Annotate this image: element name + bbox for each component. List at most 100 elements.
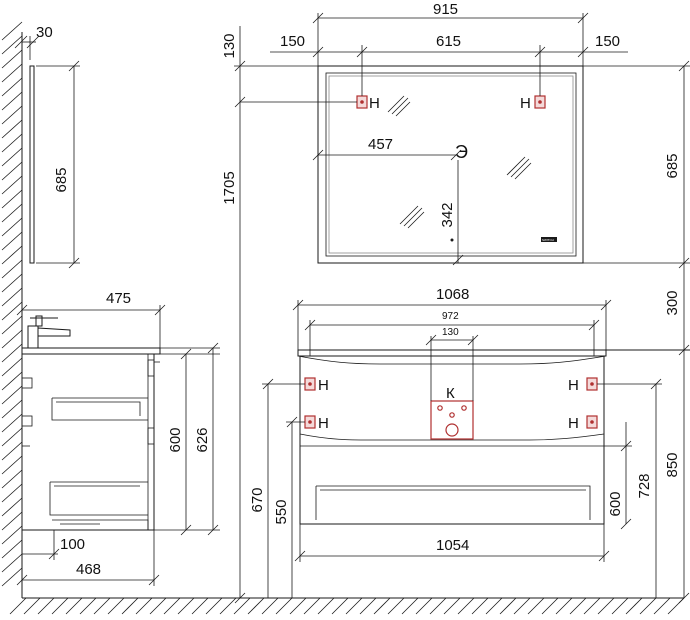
wall-hatch-line xyxy=(1,287,23,307)
wall-hatch-line xyxy=(1,21,23,41)
wall-hatch-line xyxy=(1,539,23,559)
cabinet-mount-bottom-left: H xyxy=(304,415,329,432)
socket-icon: Э xyxy=(455,142,468,162)
dim-plinth-gap: 100 xyxy=(60,536,85,553)
cabinet-body xyxy=(299,355,605,525)
dim-gap-to-mirror: 300 xyxy=(664,290,681,315)
svg-text:H: H xyxy=(318,415,329,432)
floor-hatch-line xyxy=(9,597,27,615)
wall-hatch-line xyxy=(1,105,23,125)
mirror-inner-frame xyxy=(325,72,577,257)
dim-overall-height-mirror: 1705 xyxy=(221,171,238,204)
floor-hatch-line xyxy=(387,597,405,615)
mount-point-left: H xyxy=(356,95,380,112)
floor-hatch-line xyxy=(653,597,671,615)
floor-hatch-line xyxy=(121,597,139,615)
dim-drain-width: 130 xyxy=(442,327,459,338)
floor-hatch-line xyxy=(233,597,251,615)
wall-hatch-line xyxy=(1,63,23,83)
floor-hatch-line xyxy=(359,597,377,615)
floor-hatch-line xyxy=(51,597,69,615)
svg-text:H: H xyxy=(520,95,531,112)
countertop-front xyxy=(297,349,607,357)
wall-hatch-line xyxy=(1,91,23,111)
dim-mirror-left-offset: 150 xyxy=(280,33,305,50)
cabinet-front-view: H H H H К 106 xyxy=(234,263,690,604)
wall-hatch-line xyxy=(1,175,23,195)
floor-hatch-line xyxy=(527,597,545,615)
floor-hatch-line xyxy=(107,597,125,615)
dim-mirror-top-offset: 130 xyxy=(221,33,238,58)
floor-hatch-line xyxy=(583,597,601,615)
wall-hatch-line xyxy=(1,511,23,531)
dim-cabinet-depth-top: 475 xyxy=(106,290,131,307)
wall-hatch-line xyxy=(1,301,23,321)
cabinet-mount-top-right: H xyxy=(568,377,598,394)
floor-hatch-line xyxy=(135,597,153,615)
floor-hatch-line xyxy=(555,597,573,615)
floor-hatch-line xyxy=(191,597,209,615)
wall-hatch-line xyxy=(1,455,23,475)
wall-hatching xyxy=(1,21,23,598)
floor-hatch-line xyxy=(611,597,629,615)
wall-hatch-line xyxy=(1,553,23,573)
wall-hatch-line xyxy=(1,49,23,69)
wall-hatch-line xyxy=(1,35,23,55)
dim-drawer-height: 600 xyxy=(607,491,624,516)
floor-hatch-line xyxy=(149,597,167,615)
wall-hatch-line xyxy=(1,343,23,363)
dim-body-width: 1054 xyxy=(436,537,469,554)
dim-overall-height-cabinet: 850 xyxy=(664,452,681,477)
wall-hatch-line xyxy=(1,203,23,223)
floor-hatch-line xyxy=(205,597,223,615)
reflection-marks xyxy=(387,95,532,229)
wall-hatch-line xyxy=(1,469,23,489)
wall-hatch-line xyxy=(1,259,23,279)
wall-hatch-line xyxy=(1,567,23,587)
wall-hatch-line xyxy=(1,483,23,503)
floor-hatch-line xyxy=(23,597,41,615)
floor-hatch-line xyxy=(163,597,181,615)
wall-hatch-line xyxy=(1,525,23,545)
floor-hatch-line xyxy=(513,597,531,615)
svg-text:H: H xyxy=(568,415,579,432)
floor-hatch-line xyxy=(373,597,391,615)
floor-hatch-line xyxy=(303,597,321,615)
floor-hatch-line xyxy=(317,597,335,615)
floor-hatch-line xyxy=(219,597,237,615)
dim-socket-height: 342 xyxy=(439,202,456,227)
dim-mirror-height-side: 685 xyxy=(53,167,70,192)
floor-hatching xyxy=(9,597,685,615)
wall-hatch-line xyxy=(1,371,23,391)
svg-text:SWITCH: SWITCH xyxy=(542,238,554,242)
dim-socket-offset: 457 xyxy=(368,136,393,153)
floor-hatch-line xyxy=(541,597,559,615)
cabinet-side xyxy=(21,353,155,531)
floor-hatch-line xyxy=(471,597,489,615)
svg-text:H: H xyxy=(568,377,579,394)
dim-inner-width: 972 xyxy=(442,311,459,322)
svg-text:К: К xyxy=(446,385,455,402)
floor-hatch-line xyxy=(429,597,447,615)
wall-hatch-line xyxy=(1,413,23,433)
wall-hatch-line xyxy=(1,427,23,447)
faucet-icon xyxy=(27,315,71,349)
wall-hatch-line xyxy=(1,217,23,237)
countertop-side xyxy=(21,347,161,355)
floor-hatch-line xyxy=(443,597,461,615)
floor-hatch-line xyxy=(401,597,419,615)
wall-hatch-line xyxy=(1,273,23,293)
cabinet-mount-bottom-right: H xyxy=(568,415,598,432)
floor-hatch-line xyxy=(177,597,195,615)
wall-hatch-line xyxy=(1,133,23,153)
wall-hatch-line xyxy=(1,77,23,97)
dim-countertop-width: 1068 xyxy=(436,286,469,303)
mirror-front-view: H H Э 457 342 SWITCH 915 xyxy=(221,1,690,350)
wall-hatch-line xyxy=(1,357,23,377)
wall-hatch-line xyxy=(1,119,23,139)
floor-hatch-line xyxy=(331,597,349,615)
mirror-frame xyxy=(317,65,584,264)
floor-hatch-line xyxy=(597,597,615,615)
dim-cabinet-height-body: 600 xyxy=(167,427,184,452)
